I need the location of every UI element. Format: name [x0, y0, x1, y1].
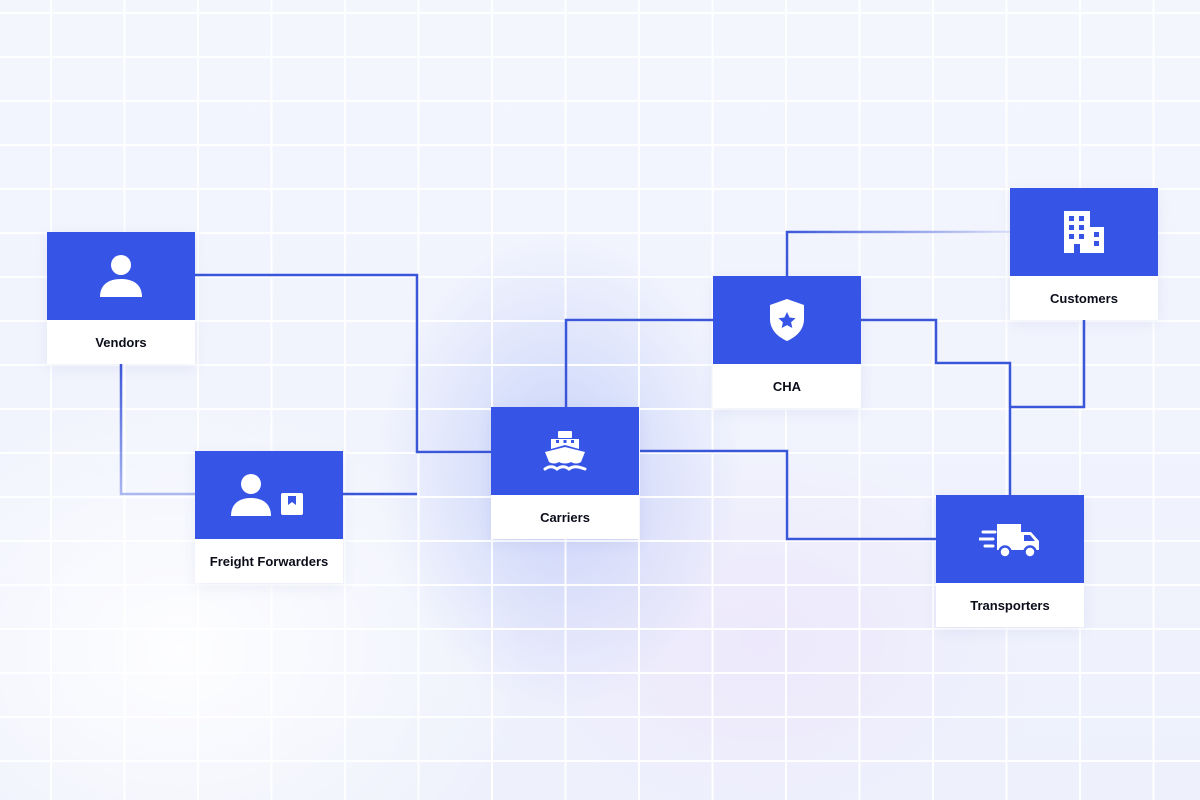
- delivery-truck-icon: [979, 516, 1041, 562]
- person-icon: [98, 253, 144, 299]
- node-label: Transporters: [936, 583, 1084, 627]
- node-label: CHA: [713, 364, 861, 408]
- link-customers-transporters: [1010, 320, 1086, 409]
- node-customers[interactable]: Customers: [1010, 188, 1158, 320]
- ship-icon: [542, 428, 588, 474]
- node-label: Vendors: [47, 320, 195, 364]
- node-freight-forwarders[interactable]: Freight Forwarders: [195, 451, 343, 583]
- building-icon: [1060, 209, 1108, 255]
- link-vendors-carriers: [195, 273, 491, 454]
- node-label: Carriers: [491, 495, 639, 539]
- node-vendors[interactable]: Vendors: [47, 232, 195, 364]
- link-carriers-transporters: [640, 449, 936, 541]
- person-with-package-icon: [231, 472, 307, 518]
- node-cha[interactable]: CHA: [713, 276, 861, 408]
- link-carriers-cha: [564, 318, 713, 407]
- node-transporters[interactable]: Transporters: [936, 495, 1084, 627]
- link-vendors-freight-forwarders: [119, 364, 195, 496]
- link-cha-customers: [785, 230, 1010, 276]
- node-label: Freight Forwarders: [195, 539, 343, 583]
- node-carriers[interactable]: Carriers: [491, 407, 639, 539]
- shield-star-icon: [764, 297, 810, 343]
- node-label: Customers: [1010, 276, 1158, 320]
- link-cha-transporters: [861, 318, 1012, 495]
